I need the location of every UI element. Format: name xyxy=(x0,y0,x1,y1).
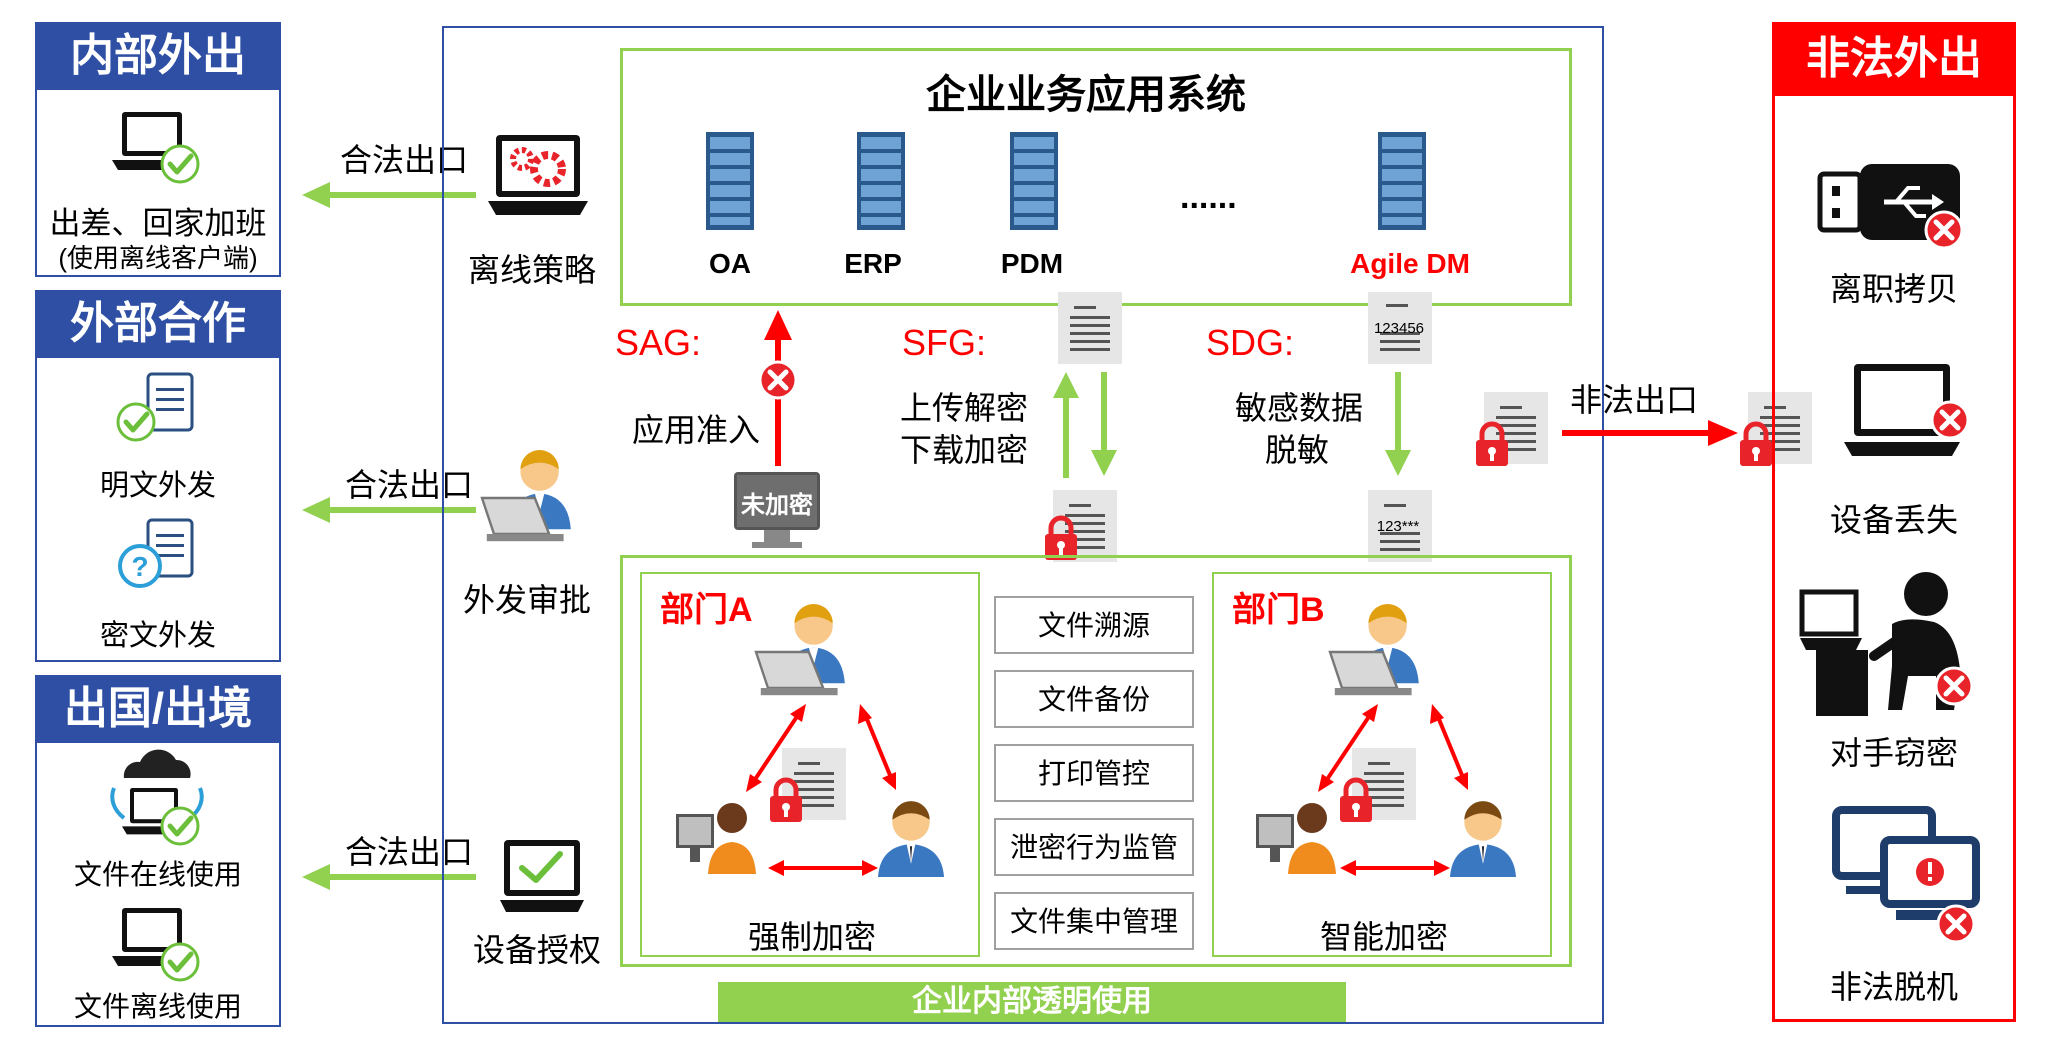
department-a-caption: 强制加密 xyxy=(747,919,877,955)
sag-blocked-arrow xyxy=(752,310,812,466)
legal-exit-label-2: 合法出口 xyxy=(345,467,474,503)
lost-laptop-icon xyxy=(1844,364,1974,456)
unencrypted-monitor-icon xyxy=(734,472,820,548)
illegal-offline-label: 非法脱机 xyxy=(1829,969,1959,1005)
legal-exit-arrow-1 xyxy=(302,182,476,208)
agile-dm-server-label: Agile DM xyxy=(1350,248,1470,279)
dept-b-exchange-arrows xyxy=(1318,704,1468,876)
resignation-copy-label: 离职拷贝 xyxy=(1829,271,1959,307)
laptop-check-icon xyxy=(112,112,212,192)
erp-server-icon xyxy=(857,132,905,230)
dept-a-user-laptop-icon xyxy=(754,602,846,697)
function-file-backup: 文件备份 xyxy=(994,670,1194,728)
ciphertext-send-label: 密文外发 xyxy=(99,620,217,652)
more-servers-ellipsis: ...... xyxy=(1180,178,1237,216)
legal-exit-label-1: 合法出口 xyxy=(340,142,469,178)
legal-exit-label-3: 合法出口 xyxy=(345,834,474,870)
illegal-exit-label: 非法出口 xyxy=(1570,382,1699,418)
sdg-down-arrow xyxy=(1385,372,1411,476)
pdm-server-label: PDM xyxy=(1000,248,1064,279)
erp-server-label: ERP xyxy=(844,248,902,279)
svg-text:?: ? xyxy=(131,551,148,582)
sfg-plain-document-icon xyxy=(1058,292,1122,364)
department-a-box xyxy=(640,572,980,957)
function-leak-monitoring: 泄密行为监管 xyxy=(994,818,1194,876)
illegal-out-title: 非法外出 xyxy=(1772,22,2016,96)
internal-travel-line2: (使用离线客户端) xyxy=(58,243,258,273)
cloud-laptop-icon xyxy=(110,749,204,848)
function-central-management: 文件集中管理 xyxy=(994,892,1194,950)
internal-use-area xyxy=(620,555,1572,967)
document-question-icon: ? xyxy=(118,518,194,588)
department-b-caption: 智能加密 xyxy=(1319,919,1449,955)
sdg-masked-document-icon xyxy=(1368,490,1432,562)
transparent-use-banner: 企业内部透明使用 xyxy=(718,982,1346,1022)
enterprise-boundary xyxy=(442,26,1604,1024)
dept-a-exchange-arrows xyxy=(746,704,896,876)
illegal-exit-arrow xyxy=(1562,420,1738,446)
sfg-label: SFG: xyxy=(902,322,987,363)
internal-travel-line1: 出差、回家加班 xyxy=(49,206,267,241)
offline-policy-icon xyxy=(488,135,588,215)
competitor-theft-label: 对手窃密 xyxy=(1829,735,1959,771)
dept-b-user-monitor-icon xyxy=(1256,803,1336,874)
department-a-title: 部门A xyxy=(660,591,753,629)
device-auth-icon xyxy=(500,840,584,912)
dept-a-user-monitor-icon xyxy=(676,803,756,874)
sfg-line1: 上传解密 xyxy=(900,390,1029,426)
usb-drive-icon xyxy=(1817,164,1970,256)
unencrypted-label: 未加密 xyxy=(741,492,813,519)
dept-b-user-laptop-icon xyxy=(1328,602,1421,697)
sfg-line2: 下载加密 xyxy=(900,432,1029,468)
sfg-encrypted-document-icon xyxy=(1045,490,1117,562)
sag-label: SAG: xyxy=(615,322,702,363)
internal-travel-title: 内部外出 xyxy=(35,22,281,90)
business-apps-title: 企业业务应用系统 xyxy=(926,73,1246,117)
legal-exit-arrow-3 xyxy=(302,864,476,890)
offline-policy-label: 离线策略 xyxy=(467,252,597,288)
plaintext-send-label: 明文外发 xyxy=(99,470,217,502)
sag-desc: 应用准入 xyxy=(632,412,761,448)
device-auth-label: 设备授权 xyxy=(472,932,602,968)
sfg-bidirectional-arrows xyxy=(1053,372,1117,478)
legal-exit-arrow-2 xyxy=(302,497,476,523)
oa-server-icon xyxy=(706,132,754,230)
illegal-source-encrypted-doc-icon xyxy=(1476,392,1548,470)
device-lost-label: 设备丢失 xyxy=(1829,502,1959,538)
external-cooperation-title: 外部合作 xyxy=(35,290,281,358)
abroad-title: 出国/出境 xyxy=(35,675,281,743)
function-file-trace: 文件溯源 xyxy=(994,596,1194,654)
file-online-use-label: 文件在线使用 xyxy=(73,859,243,890)
sdg-line2: 脱敏 xyxy=(1265,432,1330,468)
laptop-check-icon-2 xyxy=(112,908,212,988)
outgoing-approval-label: 外发审批 xyxy=(462,582,592,618)
file-offline-use-label: 文件离线使用 xyxy=(73,991,243,1022)
sdg-source-document-text: 123456 xyxy=(1373,320,1425,337)
agile-dm-server-icon xyxy=(1378,132,1426,230)
sdg-masked-document-text: 123*** xyxy=(1376,518,1420,535)
department-b-box xyxy=(1212,572,1552,957)
spy-computer-icon xyxy=(1799,572,1996,716)
pdm-server-icon xyxy=(1010,132,1058,230)
approver-person-icon xyxy=(480,448,572,543)
illegal-offline-icon xyxy=(1832,806,1980,950)
department-b-title: 部门B xyxy=(1232,591,1325,629)
sdg-label: SDG: xyxy=(1206,322,1295,363)
function-print-control: 打印管控 xyxy=(994,744,1194,802)
sdg-source-document-icon xyxy=(1368,292,1432,364)
document-check-icon xyxy=(118,372,194,444)
oa-server-label: OA xyxy=(709,248,751,279)
sdg-line1: 敏感数据 xyxy=(1235,390,1364,426)
